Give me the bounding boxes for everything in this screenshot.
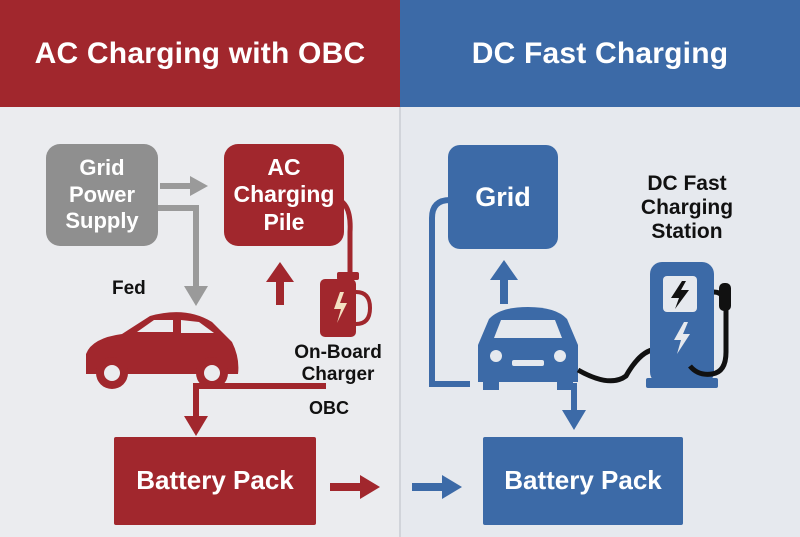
- ac-battery-pack-box: Battery Pack: [114, 437, 316, 525]
- on-board-charger-label: On-Board Charger: [294, 342, 382, 385]
- charging-pile-icon: [646, 262, 731, 388]
- grid-loop-line: [429, 197, 470, 387]
- dc-car-to-battery-arrow-icon: [560, 383, 586, 430]
- dc-fast-charging-station-label: DC Fast Charging Station: [640, 172, 734, 244]
- grid-box: Grid: [448, 145, 558, 249]
- ac-charging-pile-box: AC Charging Pile: [224, 144, 344, 246]
- grid-to-pile-arrow-icon: [160, 176, 208, 196]
- car-to-battery-arrow-icon: [184, 383, 326, 436]
- ac-to-dc-arrow-icon: [330, 475, 380, 499]
- dc-arrow-icon: [412, 475, 462, 499]
- ac-panel-title: AC Charging with OBC: [0, 0, 400, 107]
- dc-battery-pack-box: Battery Pack: [483, 437, 683, 525]
- grid-to-car-arrow-icon: [158, 205, 208, 306]
- dc-up-arrow-icon: [490, 260, 518, 304]
- up-arrow-icon: [266, 262, 294, 305]
- fed-label: Fed: [112, 278, 146, 299]
- on-board-charger-icon: [320, 272, 373, 337]
- grid-power-supply-box: Grid Power Supply: [46, 144, 158, 246]
- obc-label: OBC: [309, 398, 349, 418]
- car-icon: [86, 312, 239, 389]
- dc-panel-title: DC Fast Charging: [400, 0, 800, 107]
- dc-car-icon: [478, 307, 578, 390]
- panel-divider: [399, 107, 401, 537]
